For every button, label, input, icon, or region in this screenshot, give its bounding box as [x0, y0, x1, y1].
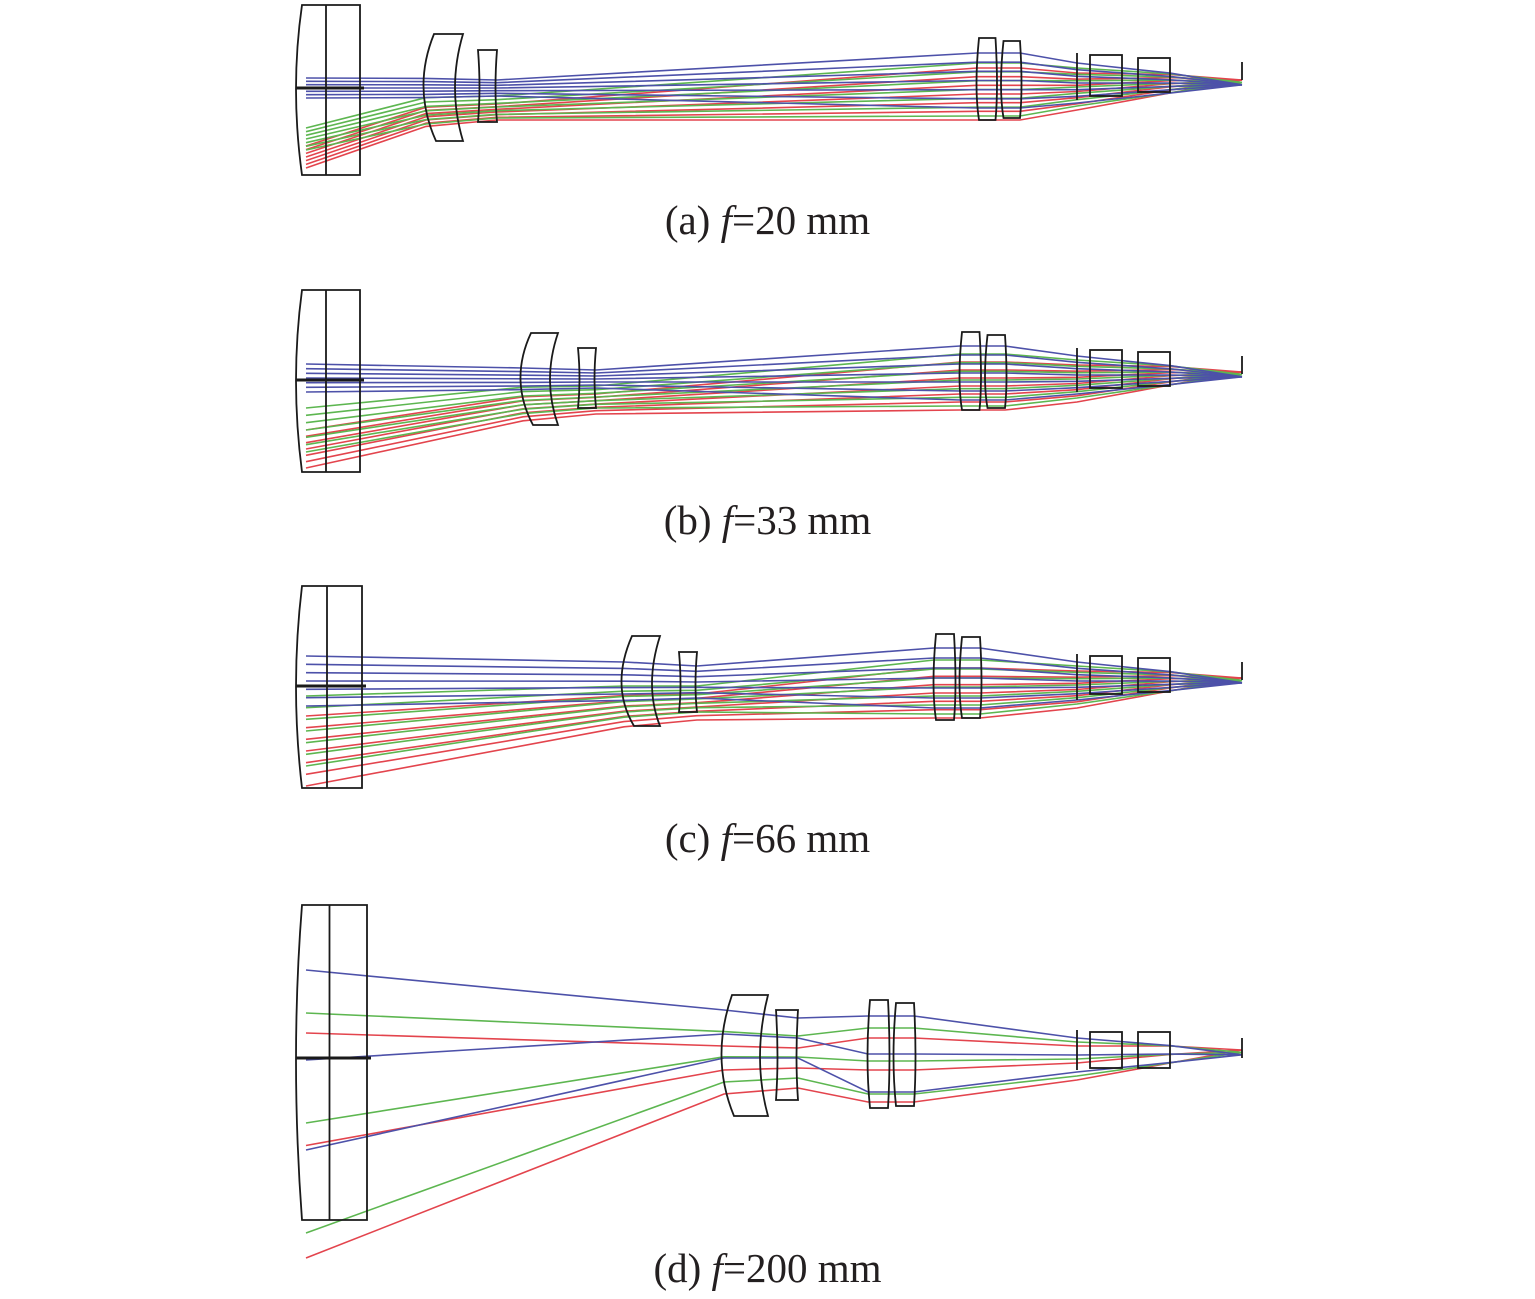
- relay-lens-2: [984, 334, 1008, 409]
- ray-green: [305, 373, 1243, 439]
- lens-elements: [295, 4, 1243, 176]
- ray-blue: [305, 376, 1243, 392]
- ray-red: [305, 371, 1243, 469]
- ray-blue: [305, 647, 1243, 684]
- ray-bundles: [305, 345, 1243, 469]
- ray-green: [305, 679, 1243, 732]
- ray-blue: [305, 52, 1243, 86]
- caption-a: (a) f=20 mm: [664, 197, 871, 243]
- ray-red: [305, 677, 1243, 776]
- ray-blue: [305, 682, 1243, 699]
- relay-lens-2: [892, 1002, 917, 1107]
- ray-green: [305, 353, 1243, 409]
- lens-diagram-d: [295, 904, 1243, 1259]
- ray-green: [305, 373, 1243, 431]
- rear-lens-1: [1089, 655, 1123, 695]
- ray-green: [305, 679, 1243, 744]
- ray-red: [305, 371, 1243, 463]
- ray-blue: [305, 354, 1243, 378]
- ray-red: [305, 1032, 1243, 1051]
- front-lens: [295, 904, 368, 1221]
- ray-red: [305, 79, 1243, 158]
- ray-blue: [305, 70, 1243, 87]
- ray-blue: [305, 372, 1243, 380]
- ray-blue: [305, 657, 1243, 684]
- ray-blue: [305, 1033, 1243, 1061]
- lens-diagram-a: [295, 4, 1243, 176]
- front-lens: [295, 4, 361, 176]
- ray-green: [305, 1051, 1243, 1124]
- ray-blue: [305, 345, 1243, 378]
- caption-d: (d) f=200 mm: [653, 1245, 882, 1291]
- ray-green: [305, 1051, 1243, 1234]
- ray-green: [305, 1012, 1243, 1054]
- negative-lens: [677, 651, 699, 713]
- ray-blue: [305, 667, 1243, 684]
- rear-lens-2: [1137, 657, 1171, 693]
- ray-red: [305, 1049, 1243, 1259]
- front-lens: [295, 585, 363, 789]
- ray-blue: [305, 969, 1243, 1056]
- lens-diagram-b: [295, 289, 1243, 473]
- negative-lens: [775, 1009, 799, 1101]
- meniscus-lens: [620, 635, 662, 727]
- ray-green: [305, 679, 1243, 756]
- relay-lens-1: [866, 999, 891, 1109]
- ray-blue: [305, 363, 1243, 378]
- lens-elements: [295, 289, 1243, 473]
- rear-lens-1: [1089, 1031, 1123, 1069]
- ray-blue: [306, 79, 1243, 89]
- ray-blue: [305, 84, 1243, 100]
- ray-blue: [305, 677, 1243, 684]
- relay-lens-2: [1000, 40, 1023, 119]
- ray-red: [305, 79, 1243, 169]
- ray-green: [305, 679, 1243, 767]
- ray-red: [305, 79, 1243, 155]
- negative-lens: [576, 347, 598, 409]
- ray-blue: [305, 84, 1243, 93]
- meniscus-lens: [720, 994, 770, 1117]
- ray-green: [305, 373, 1243, 446]
- meniscus-lens: [519, 332, 560, 426]
- lens-elements: [295, 904, 1243, 1221]
- rear-lens-2: [1137, 351, 1171, 387]
- front-lens: [295, 289, 361, 473]
- ray-bundles: [305, 52, 1243, 169]
- ray-blue: [305, 376, 1243, 384]
- ray-red: [305, 368, 1243, 438]
- ray-blue: [305, 61, 1243, 86]
- relay-lens-1: [975, 37, 998, 121]
- rear-lens-1: [1089, 54, 1123, 97]
- rear-lens-1: [1089, 349, 1123, 389]
- ray-green: [305, 373, 1243, 453]
- ray-blue: [305, 84, 1243, 109]
- ray-bundles: [305, 647, 1243, 787]
- meniscus-lens: [422, 33, 465, 142]
- ray-green: [305, 659, 1243, 697]
- caption-b: (b) f=33 mm: [663, 497, 872, 543]
- ray-green: [305, 370, 1243, 424]
- ray-green: [305, 361, 1243, 417]
- relay-lens-1: [958, 331, 982, 411]
- ray-bundles: [305, 969, 1243, 1259]
- ray-red: [305, 1049, 1243, 1147]
- ray-blue: [305, 1054, 1243, 1151]
- lens-diagram-c: [295, 585, 1243, 789]
- ray-green: [305, 668, 1243, 709]
- relay-lens-1: [932, 633, 957, 721]
- lens-elements: [295, 585, 1243, 789]
- relay-lens-2: [958, 636, 983, 719]
- ray-blue: [305, 682, 1243, 691]
- rear-lens-2: [1137, 57, 1171, 93]
- negative-lens: [477, 49, 498, 123]
- caption-c: (c) f=66 mm: [664, 815, 871, 861]
- rear-lens-2: [1137, 1031, 1171, 1069]
